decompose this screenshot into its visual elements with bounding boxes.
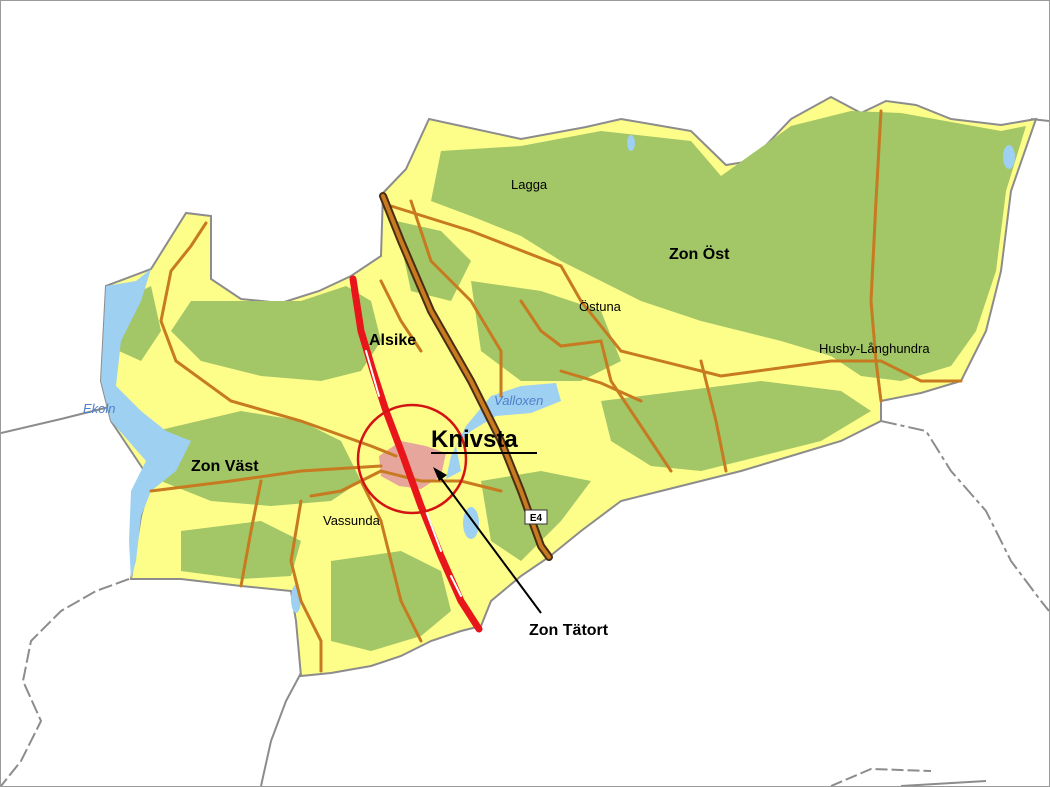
- border-southeast: [900, 780, 987, 786]
- urban-area: [379, 441, 446, 489]
- label-knivsta: Knivsta: [431, 426, 518, 453]
- border-west: [1, 406, 110, 434]
- road-east-south: [699, 359, 728, 473]
- label-zon-tatort: Zon Tätort: [529, 622, 609, 639]
- road-ostuna: [519, 299, 673, 473]
- e4-shield: E4: [524, 509, 548, 525]
- neighbour-borders: [1, 118, 1049, 786]
- roads: [149, 109, 963, 673]
- road-vassunda: [309, 469, 503, 498]
- label-lagga: Lagga: [511, 177, 548, 192]
- border-southwest: [1, 578, 130, 786]
- label-zon-ost: Zon Öst: [669, 244, 730, 263]
- border-east: [880, 420, 1049, 612]
- road-south-west: [289, 499, 323, 673]
- road-valloxen: [559, 369, 643, 403]
- label-ostuna: Östuna: [579, 299, 622, 314]
- lake-small-4: [627, 135, 635, 151]
- label-alsike: Alsike: [369, 332, 416, 349]
- urban-zone-circle: [356, 403, 468, 515]
- road-alsike: [379, 279, 423, 353]
- road-west-south: [239, 479, 263, 588]
- road-south: [359, 479, 423, 643]
- label-zon-vast: Zon Väst: [191, 458, 259, 475]
- lake-ekoln: [101, 269, 191, 579]
- border-south: [260, 672, 302, 786]
- road-east-main: [389, 204, 963, 383]
- road-west-north: [159, 221, 398, 458]
- border-south-east-2: [830, 767, 932, 786]
- motorway-e4: [379, 192, 553, 561]
- lake-small-3: [1003, 145, 1015, 169]
- label-husby: Husby-Långhundra: [819, 341, 930, 356]
- label-ekoln: Ekoln: [83, 401, 116, 416]
- urban-zone-pointer: [433, 467, 542, 614]
- road-west-main: [149, 464, 383, 493]
- label-valloxen: Valloxen: [494, 393, 543, 408]
- label-vassunda: Vassunda: [323, 513, 381, 528]
- road-husby-north: [869, 109, 883, 403]
- road-lagga-alsike: [409, 199, 503, 398]
- railway: [349, 275, 483, 633]
- e4-label: E4: [530, 513, 543, 524]
- lake-valloxen: [446, 383, 561, 479]
